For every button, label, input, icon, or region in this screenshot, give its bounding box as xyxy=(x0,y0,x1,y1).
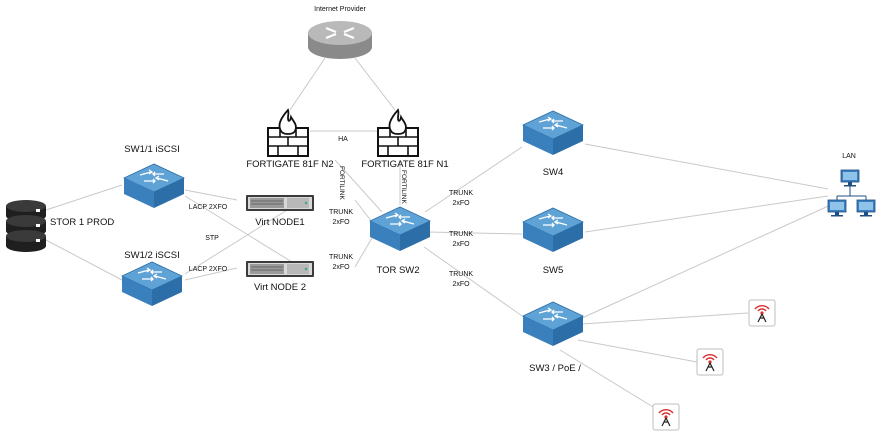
trunk-label-sw4: TRUNK 2xFO xyxy=(449,190,473,207)
wireless-ap-icon xyxy=(696,348,724,376)
sw1-2-label: SW1/2 iSCSI xyxy=(124,250,179,261)
lacp-label-1: LACP 2XFO xyxy=(189,204,228,211)
fortilink-label-left: FORTILINK xyxy=(338,166,345,200)
internet-router-icon xyxy=(308,21,372,59)
internet-provider-label: Internet Provider xyxy=(314,6,366,13)
lacp-label-2: LACP 2XFO xyxy=(189,266,228,273)
links xyxy=(45,57,836,411)
fo-text: 2xFO xyxy=(452,241,470,248)
firewall-n1-label: FORTIGATE 81F N1 xyxy=(361,159,448,170)
trunk-label-sw5: TRUNK 2xFO xyxy=(449,231,473,248)
tor-switch-label: TOR SW2 xyxy=(376,265,419,276)
storage-label: STOR 1 PROD xyxy=(50,217,114,228)
trunk-text: TRUNK xyxy=(329,254,353,261)
switch-sw5-icon xyxy=(522,207,584,253)
switch-sw3-icon xyxy=(522,301,584,347)
trunk-text: TRUNK xyxy=(329,209,353,216)
firewall-n1-icon xyxy=(377,109,419,157)
trunk-label-sw3: TRUNK 2xFO xyxy=(449,271,473,288)
fortilink-label-right: FORTILINK xyxy=(400,170,407,204)
firewall-n2-icon xyxy=(267,109,309,157)
server-node1-icon xyxy=(245,194,315,212)
trunk-text: TRUNK xyxy=(449,190,473,197)
switch-sw1-1-icon xyxy=(123,163,185,209)
trunk-label-node2: TRUNK 2xFO xyxy=(329,254,353,271)
stp-label: STP xyxy=(205,235,219,242)
switch-tor-icon xyxy=(369,206,431,252)
ha-label: HA xyxy=(338,136,348,143)
wireless-ap-icon xyxy=(748,299,776,327)
switch-sw4-icon xyxy=(522,110,584,156)
database-icon xyxy=(6,200,46,252)
firewall-n2-label: FORTIGATE 81F N2 xyxy=(246,159,333,170)
fo-text: 2xFO xyxy=(452,200,470,207)
fo-text: 2xFO xyxy=(332,219,350,226)
sw1-1-label: SW1/1 iSCSI xyxy=(124,144,179,155)
wireless-ap-icon xyxy=(652,403,680,431)
switch-sw1-2-icon xyxy=(121,261,183,307)
sw4-label: SW4 xyxy=(543,167,564,178)
sw3-label: SW3 / PoE / xyxy=(529,363,581,374)
lan-label: LAN xyxy=(842,153,856,160)
fo-text: 2xFO xyxy=(452,281,470,288)
node1-label: Virt NODE1 xyxy=(255,217,304,228)
sw5-label: SW5 xyxy=(543,265,564,276)
trunk-text: TRUNK xyxy=(449,231,473,238)
fo-text: 2xFO xyxy=(332,264,350,271)
trunk-text: TRUNK xyxy=(449,271,473,278)
trunk-label-node1: TRUNK 2xFO xyxy=(329,209,353,226)
server-node2-icon xyxy=(245,260,315,278)
node2-label: Virt NODE 2 xyxy=(254,282,306,293)
lan-pcs-icon xyxy=(827,169,876,217)
